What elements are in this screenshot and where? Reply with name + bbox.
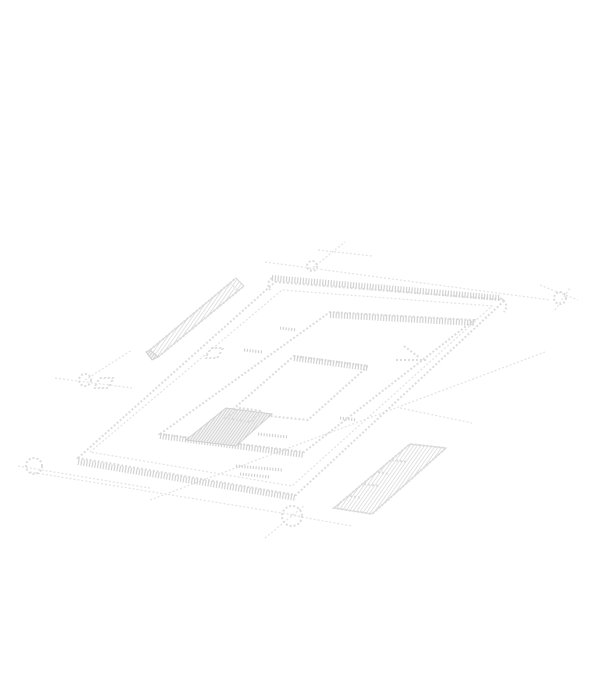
wireframe-window <box>92 310 477 479</box>
guide-lines <box>17 241 579 539</box>
paper-sheet <box>75 275 508 501</box>
pencil-icon <box>145 277 245 361</box>
ruler-icon <box>331 442 449 516</box>
registration-marks <box>25 260 567 527</box>
